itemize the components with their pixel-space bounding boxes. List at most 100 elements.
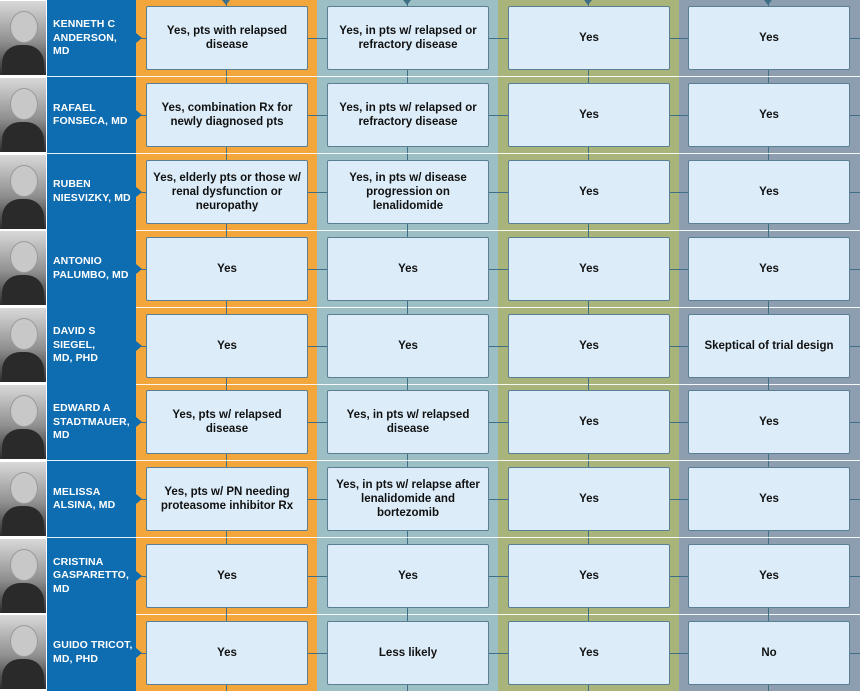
answer-cell: No [688, 620, 850, 685]
column-connector-line [768, 222, 769, 231]
row-pointer-arrow [136, 647, 142, 658]
row-connector-line [140, 38, 860, 40]
answer-cell: Yes [688, 390, 850, 455]
answer-cell: Yes [688, 83, 850, 148]
row-divider [0, 460, 860, 462]
column-connector-line [226, 614, 227, 623]
answer-cell: Skeptical of trial design [688, 313, 850, 378]
row-pointer-arrow [136, 110, 142, 121]
answer-cell: Yes [146, 313, 308, 378]
row-divider [0, 383, 860, 385]
column-connector-line [226, 0, 227, 8]
answer-cell: Yes, pts w/ relapsed disease [146, 390, 308, 455]
row-divider [0, 613, 860, 615]
answer-cell: Yes [508, 390, 670, 455]
answer-cell: Yes [508, 544, 670, 608]
answer-cell: Yes [146, 544, 308, 608]
column-connector-line [407, 537, 408, 546]
column-connector-line [768, 460, 769, 469]
column-connector-line [407, 460, 408, 469]
row-divider [0, 153, 860, 155]
row-pointer-arrow [136, 263, 142, 274]
column-connector-line [768, 452, 769, 461]
column-connector-line [588, 537, 589, 546]
expert-row: CRISTINA GASPARETTO, MD [0, 537, 860, 615]
expert-name-panel: RAFAEL FONSECA, MD [47, 76, 136, 154]
column-connector-line [768, 153, 769, 162]
column-connector-line [226, 222, 227, 231]
row-divider [0, 229, 860, 231]
row-connector-line [140, 576, 860, 577]
column-connector-line [768, 384, 769, 392]
column-connector-line [226, 384, 227, 392]
column-connector-line [768, 145, 769, 154]
answer-cell: Yes [327, 544, 489, 608]
expert-photo [0, 308, 47, 383]
row-pointer-arrow [136, 187, 142, 197]
expert-row: ANTONIO PALUMBO, MD [0, 230, 860, 308]
expert-name-panel: DAVID S SIEGEL, MD, PHD [47, 307, 136, 384]
column-connector-line [588, 683, 589, 691]
column-connector-line [226, 537, 227, 546]
expert-name: KENNETH C ANDERSON, MD [53, 18, 117, 58]
row-pointer-arrow [136, 340, 142, 351]
expert-name: GUIDO TRICOT, MD, PHD [53, 639, 133, 665]
expert-name-panel: MELISSA ALSINA, MD [47, 460, 136, 538]
row-pointer-arrow [136, 571, 142, 581]
column-connector-line [407, 614, 408, 623]
column-connector-line [768, 537, 769, 546]
answer-cell: Yes, in pts w/ relapsed disease [327, 390, 489, 455]
answer-cell: Yes [688, 544, 850, 608]
column-connector-line [588, 614, 589, 623]
answer-cell: Yes [688, 6, 850, 71]
column-connector-line [407, 376, 408, 384]
answer-cell: Yes, in pts w/ relapsed or refractory di… [327, 6, 489, 71]
answer-cell: Yes [508, 313, 670, 378]
column-connector-line [768, 614, 769, 623]
row-connector-line [140, 422, 860, 424]
column-connector-line [226, 606, 227, 615]
column-connector-line [588, 153, 589, 162]
column-connector-line [407, 76, 408, 85]
column-connector-line [407, 606, 408, 615]
column-connector-line [768, 230, 769, 239]
row-connector-line [140, 652, 860, 654]
answer-cell: Yes [508, 620, 670, 685]
column-connector-line [588, 222, 589, 231]
column-connector-line [588, 452, 589, 461]
column-connector-line [226, 376, 227, 384]
row-connector-line [140, 499, 860, 501]
expert-photo [0, 461, 47, 536]
expert-name-panel: GUIDO TRICOT, MD, PHD [47, 614, 136, 691]
column-connector-line [407, 0, 408, 8]
expert-name: CRISTINA GASPARETTO, MD [53, 555, 129, 595]
expert-row: DAVID S SIEGEL, MD, PHD [0, 307, 860, 384]
row-pointer-arrow [136, 494, 142, 505]
expert-name-panel: KENNETH C ANDERSON, MD [47, 0, 136, 77]
expert-row: KENNETH C ANDERSON, MD [0, 0, 860, 77]
column-connector-line [768, 529, 769, 538]
expert-row: MELISSA ALSINA, MD [0, 460, 860, 538]
column-connector-line [226, 230, 227, 239]
column-connector-line [407, 529, 408, 538]
answer-cell: Yes, in pts w/ relapsed or refractory di… [327, 83, 489, 148]
expert-name: RAFAEL FONSECA, MD [53, 101, 128, 128]
column-connector-line [588, 606, 589, 615]
answer-cell: Yes, pts with relapsed disease [146, 6, 308, 71]
row-divider [0, 306, 860, 308]
column-connector-line [226, 460, 227, 469]
row-connector-line [140, 115, 860, 117]
column-connector-line [588, 299, 589, 308]
column-connector-line [768, 76, 769, 85]
column-connector-line [588, 230, 589, 239]
expert-photo [0, 538, 47, 613]
expert-name-panel: CRISTINA GASPARETTO, MD [47, 537, 136, 615]
column-connector-line [226, 145, 227, 154]
column-connector-line [588, 68, 589, 77]
column-connector-line [588, 76, 589, 85]
expert-photo [0, 615, 47, 690]
expert-row: GUIDO TRICOT, MD, PHD [0, 614, 860, 691]
answer-cell: Yes, pts w/ PN needing proteasome inhibi… [146, 467, 308, 532]
column-connector-line [226, 153, 227, 162]
